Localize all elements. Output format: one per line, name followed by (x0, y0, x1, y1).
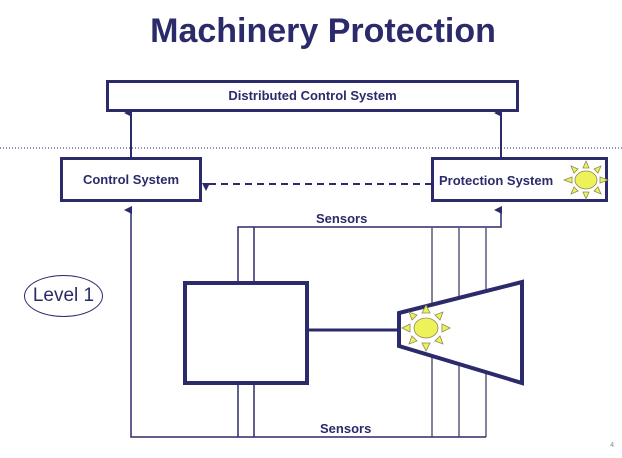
sensors-bottom-label: Sensors (320, 421, 372, 436)
sensor-bus-bottom (124, 206, 486, 438)
control-system-block: Control System (60, 157, 202, 202)
protection-system-block: Protection System (431, 157, 610, 202)
level-badge: Level 1 (24, 275, 103, 317)
control-system-label: Control System (82, 172, 180, 187)
sensors-top-label: Sensors (316, 211, 368, 226)
compressor-block (397, 279, 524, 386)
dcs-label: Distributed Control System (228, 88, 397, 103)
page-number: 4 (610, 442, 614, 449)
sensor-bus-top (237, 206, 502, 282)
motor-block (183, 281, 309, 385)
sun-burst-icon (562, 160, 610, 200)
dcs-block: Distributed Control System (106, 80, 519, 112)
protection-system-label: Protection System (439, 173, 554, 188)
page-title: Machinery Protection (150, 12, 496, 50)
sun-burst-icon (401, 304, 451, 352)
